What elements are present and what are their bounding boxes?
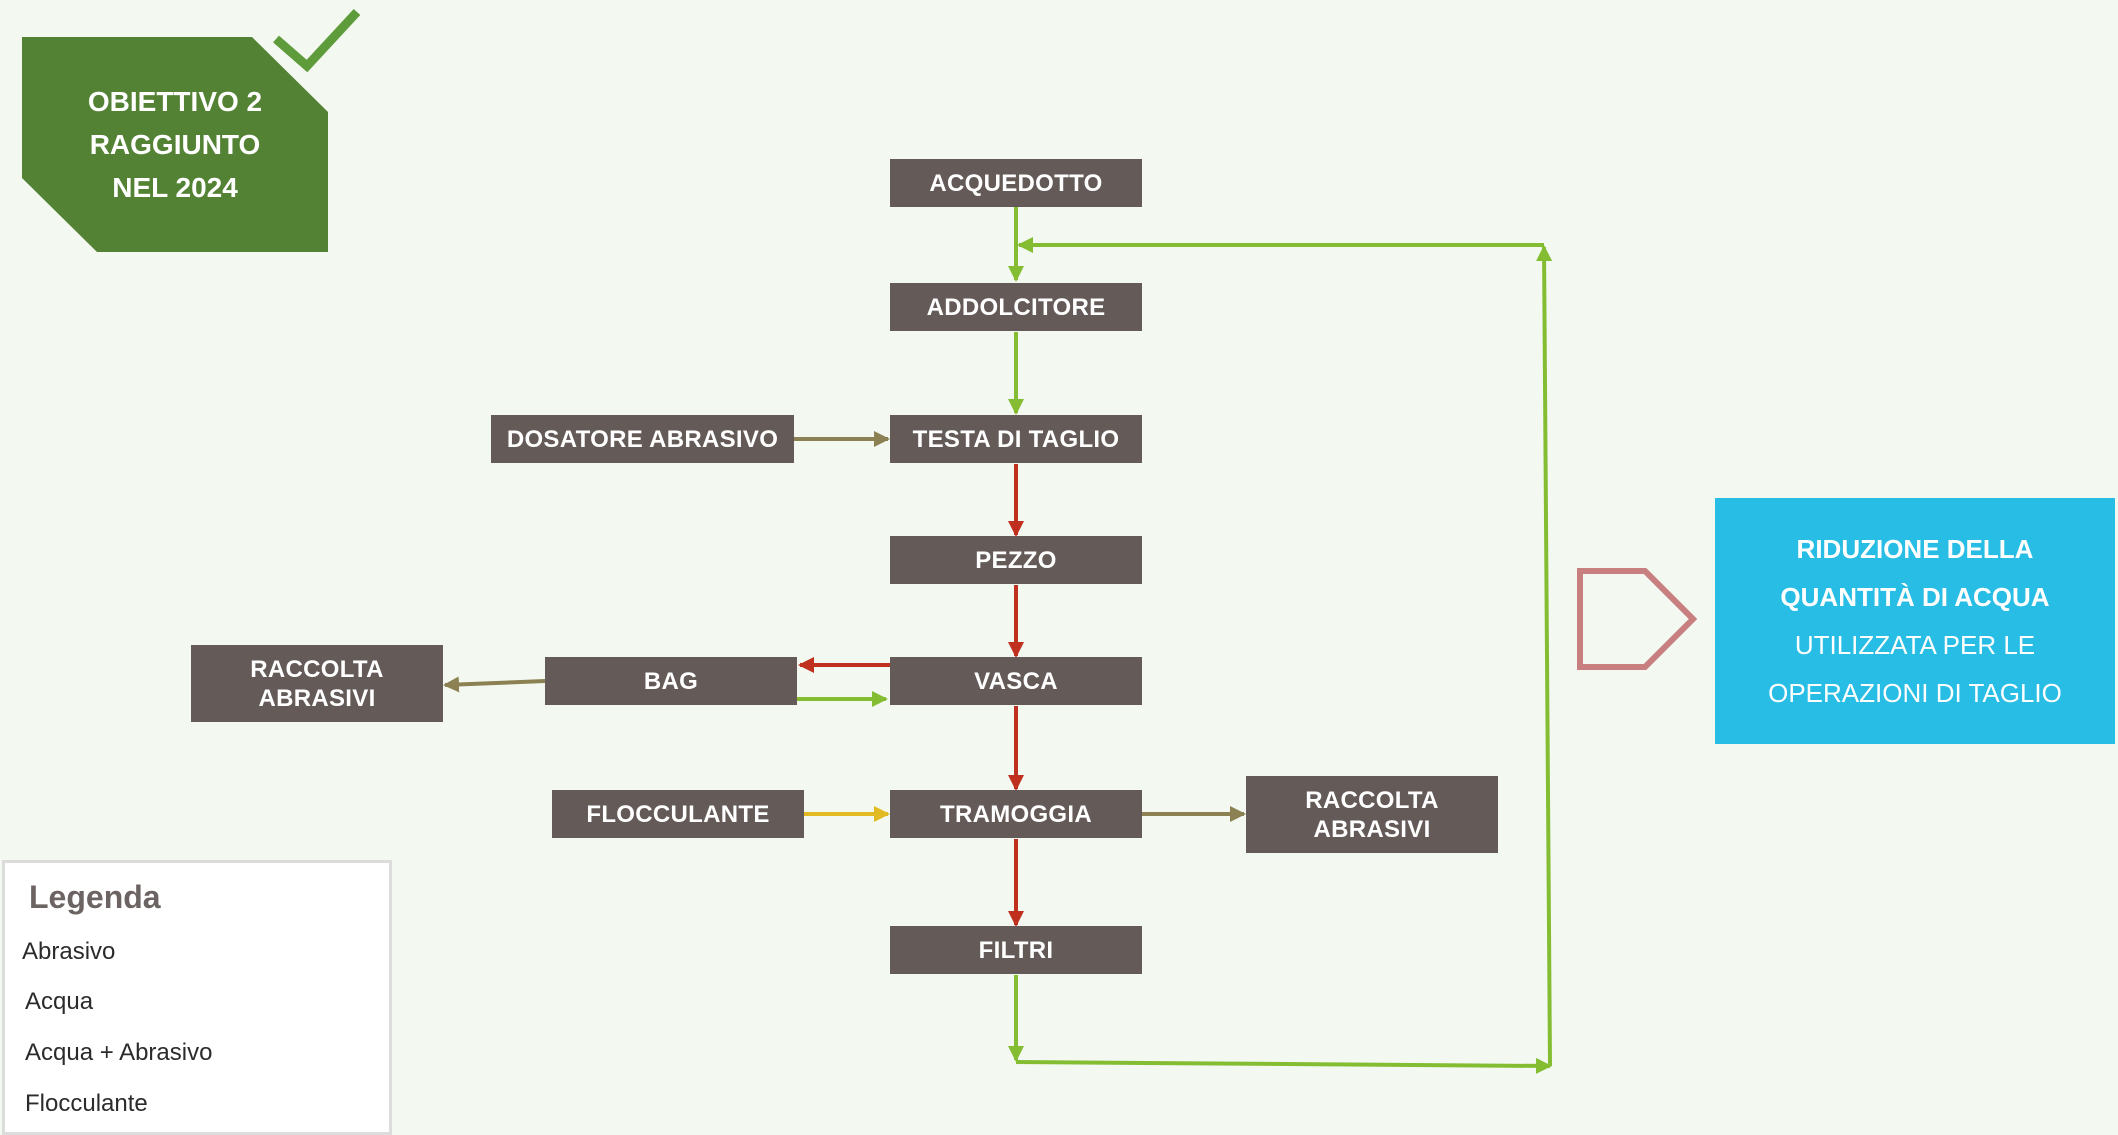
- badge-line-1: OBIETTIVO 2: [87, 86, 263, 117]
- node-testa-di-taglio: TESTA DI TAGLIO: [890, 415, 1142, 463]
- node-pezzo-label: PEZZO: [975, 546, 1057, 574]
- pentagon-arrow-shape: [1577, 568, 1698, 670]
- node-vasca: VASCA: [890, 657, 1142, 705]
- node-acquedotto-label: ACQUEDOTTO: [929, 169, 1103, 197]
- legend-label-abrasivo: Abrasivo: [22, 938, 116, 965]
- node-dosatore-label: DOSATORE ABRASIVO: [506, 425, 779, 453]
- raccolta-right-line-1: RACCOLTA: [1305, 786, 1439, 814]
- callout-line-2: QUANTITÀ DI ACQUA: [1780, 582, 2050, 612]
- node-testa-label: TESTA DI TAGLIO: [912, 425, 1120, 453]
- raccolta-left-line-1: RACCOLTA: [250, 655, 384, 683]
- raccolta-left-line-2: ABRASIVI: [258, 684, 376, 712]
- node-dosatore-abrasivo: DOSATORE ABRASIVO: [491, 415, 794, 463]
- badge-line-2: RAGGIUNTO: [89, 129, 261, 160]
- legend-title: Legenda: [29, 879, 161, 915]
- node-filtri: FILTRI: [890, 926, 1142, 974]
- legend-label-acqua: Acqua: [25, 988, 94, 1015]
- arrow-return-up: [1536, 245, 1553, 1067]
- callout-line-4: OPERAZIONI DI TAGLIO: [1768, 678, 2062, 708]
- node-tramoggia-label: TRAMOGGIA: [939, 800, 1093, 828]
- node-flocculante: FLOCCULANTE: [552, 790, 804, 838]
- callout-line-1: RIDUZIONE DELLA: [1796, 534, 2034, 564]
- node-acquedotto: ACQUEDOTTO: [890, 159, 1142, 207]
- node-addolcitore: ADDOLCITORE: [890, 283, 1142, 331]
- badge-line-3: NEL 2024: [112, 172, 238, 203]
- water-reduction-callout: RIDUZIONE DELLA QUANTITÀ DI ACQUA UTILIZ…: [1715, 498, 2115, 744]
- node-filtri-label: FILTRI: [978, 936, 1054, 964]
- node-raccolta-abrasivi-right: RACCOLTA ABRASIVI: [1246, 776, 1498, 853]
- objective-badge: OBIETTIVO 2 RAGGIUNTO NEL 2024: [22, 80, 328, 209]
- node-flocculante-label: FLOCCULANTE: [586, 800, 770, 828]
- node-tramoggia: TRAMOGGIA: [890, 790, 1142, 838]
- node-bag: BAG: [545, 657, 797, 705]
- raccolta-right-line-2: ABRASIVI: [1313, 815, 1431, 843]
- arrow-bag-raccolta: [443, 676, 546, 693]
- legend-label-acqua-abrasivo: Acqua + Abrasivo: [25, 1039, 213, 1066]
- node-addolcitore-label: ADDOLCITORE: [926, 293, 1106, 321]
- arrow-return-bottom: [1015, 1057, 1552, 1074]
- check-icon: [273, 8, 361, 73]
- node-pezzo: PEZZO: [890, 536, 1142, 584]
- node-bag-label: BAG: [643, 667, 699, 695]
- node-raccolta-abrasivi-left: RACCOLTA ABRASIVI: [191, 645, 443, 722]
- callout-line-3: UTILIZZATA PER LE: [1794, 630, 2036, 660]
- node-vasca-label: VASCA: [974, 667, 1058, 695]
- legend: Legenda: [2, 860, 392, 1135]
- legend-label-flocculante: Flocculante: [25, 1090, 148, 1117]
- objective-badge-shape: [22, 37, 328, 252]
